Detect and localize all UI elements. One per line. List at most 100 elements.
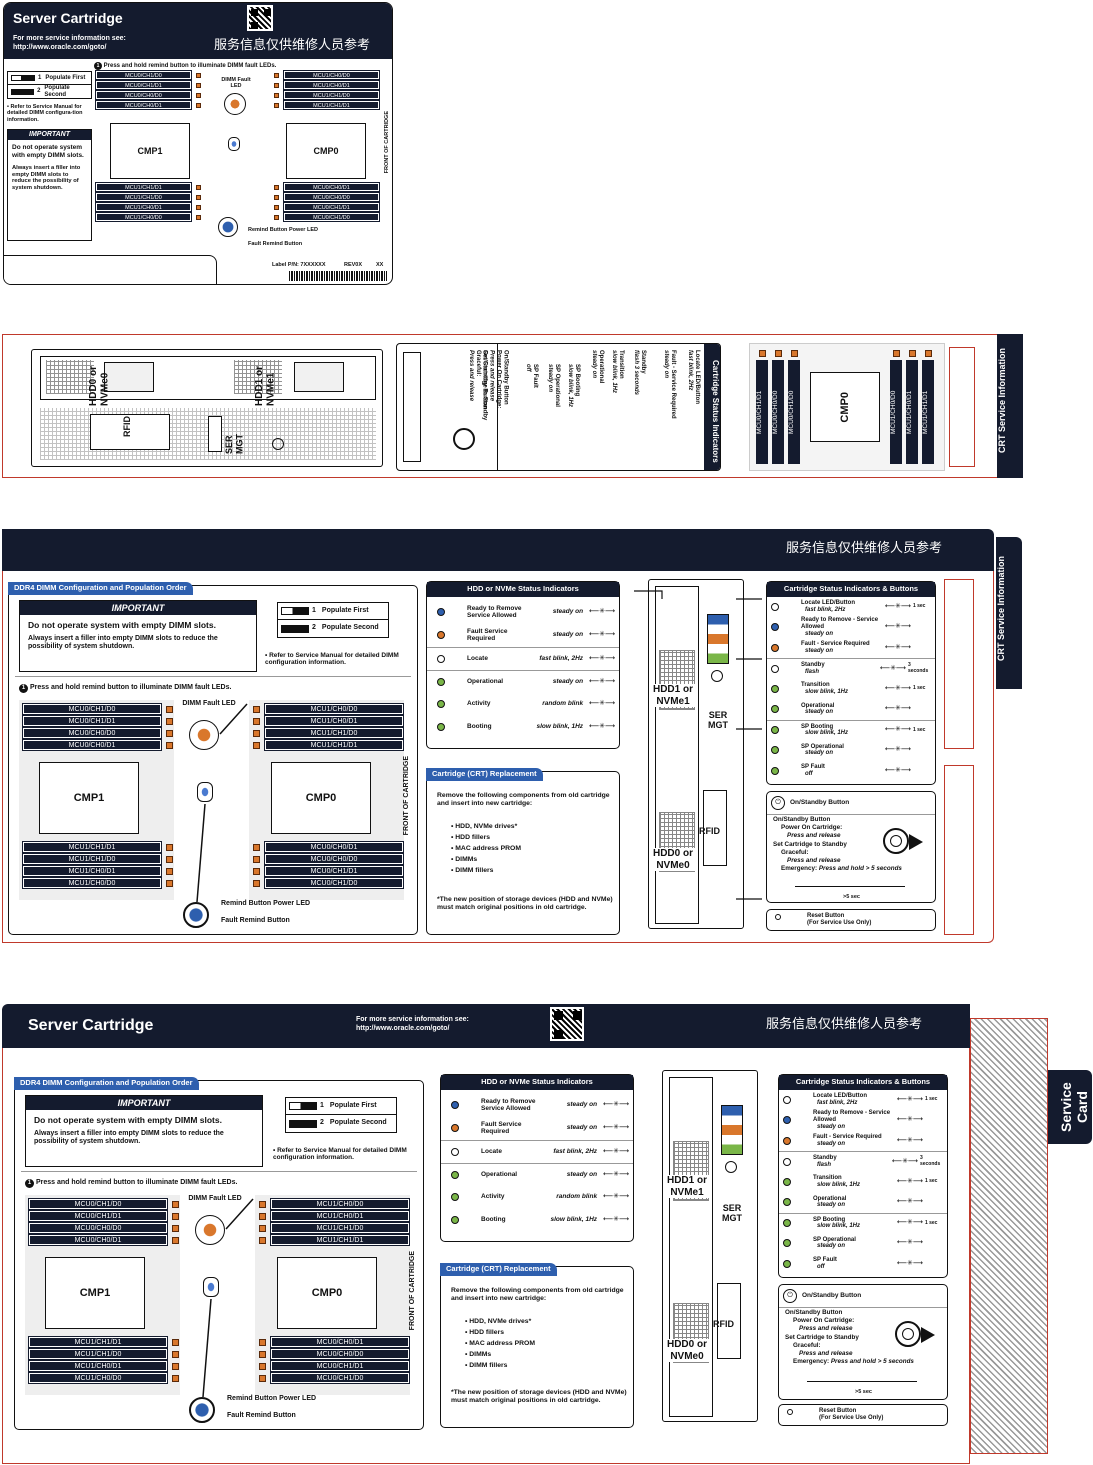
card1-title: Server Cartridge bbox=[13, 10, 123, 26]
dimm-label: MCU0/CH0/D1 bbox=[22, 739, 162, 751]
dimm-fault-led-icon bbox=[166, 843, 173, 851]
dimm-label: MCU0/CH1/D0 bbox=[28, 1198, 168, 1210]
status-label: Fault - Service Required bbox=[801, 641, 870, 648]
status-led-icon bbox=[771, 623, 779, 632]
card2-hdd0-slot[interactable] bbox=[104, 362, 154, 392]
card4-front: FRONT OF CARTRIDGE bbox=[409, 1251, 416, 1331]
fault-remind-button[interactable] bbox=[218, 217, 238, 237]
status-label: SP Booting bbox=[801, 723, 834, 730]
card2-status-panel: Cartridge Status Indicators Locate LED/B… bbox=[396, 343, 721, 471]
dimm-slot: MCU1/CH1/D1 bbox=[28, 1336, 179, 1348]
status-label: Operational bbox=[813, 1195, 847, 1202]
card1-cmp0: CMP0 bbox=[286, 123, 366, 179]
dimm-fault-led-icon bbox=[259, 1212, 266, 1220]
dimm-label: MCU0/CH0/D0 bbox=[22, 727, 162, 739]
dimm-fault-led-icon bbox=[166, 741, 173, 749]
card3: 服务信息仅供维修人员参考 CRT Service Information DDR… bbox=[2, 529, 1022, 943]
dimm-fault-led-icon bbox=[253, 729, 260, 737]
dimm-slot: MCU1/CH1/D0 bbox=[259, 1222, 410, 1234]
dimm-label: MCU1/CH1/D1 bbox=[922, 360, 934, 464]
dimm-fault-led-icon bbox=[172, 1224, 179, 1232]
status-label: SP Fault bbox=[813, 1257, 837, 1264]
status-state: steady on bbox=[817, 1243, 846, 1250]
dimm-slot: MCU0/CH0/D0 bbox=[28, 1222, 179, 1234]
reset-button-icon[interactable] bbox=[787, 1409, 793, 1415]
dimm-slot: MCU1/CH0/D0 bbox=[28, 1372, 179, 1384]
card3-power-button[interactable] bbox=[711, 670, 723, 682]
dimm-fault-led-icon bbox=[274, 184, 279, 190]
card2-hdd1-slot[interactable] bbox=[294, 362, 344, 392]
dimm-label: MCU0/CH1/D1 bbox=[22, 715, 162, 727]
card2-onstandby: On/Standby Button bbox=[481, 350, 489, 410]
dimm-fault-led-icon bbox=[196, 204, 201, 210]
dimm-slot: MCU1/CH1/D0 bbox=[95, 192, 201, 202]
crt-item: • DIMM fillers bbox=[465, 1361, 508, 1369]
dimm-label: MCU1/CH1/D0 bbox=[283, 90, 380, 100]
status-label: Ready to Remove - Service Allowed bbox=[813, 1110, 891, 1124]
status-label: Fault - Service Required bbox=[813, 1134, 882, 1141]
card3-crt-items: • HDD, NVMe drives*• HDD fillers• MAC ad… bbox=[451, 822, 521, 876]
card2-power-button[interactable] bbox=[272, 438, 284, 450]
card4-important-text: Do not operate system with empty DIMM sl… bbox=[34, 1115, 222, 1126]
fault-remind-button[interactable] bbox=[189, 1397, 215, 1423]
dimm-label: MCU1/CH1/D0 bbox=[270, 1222, 410, 1234]
led-pattern-icon: ⟵✳⟶ bbox=[885, 705, 911, 713]
dimm-slot: MCU0/CH1/D1 bbox=[756, 350, 768, 466]
crt-item: • HDD fillers bbox=[465, 1328, 505, 1336]
dimm-label: MCU1/CH1/D1 bbox=[95, 182, 192, 192]
status-label: Standby bbox=[801, 662, 825, 669]
dimm-fault-led-icon bbox=[908, 350, 916, 357]
card3-front-connectors bbox=[634, 590, 762, 900]
card3-dimm-fault-led: DIMM Fault LED bbox=[182, 700, 236, 707]
dimm-slot: MCU0/CH1/D1 bbox=[274, 202, 380, 212]
one-sec: 1 sec bbox=[924, 1096, 938, 1102]
activity-icon bbox=[451, 1193, 459, 1202]
dimm-slot: MCU0/CH0/D0 bbox=[274, 192, 380, 202]
dimm-fault-led-icon bbox=[274, 102, 279, 108]
status-led-icon bbox=[783, 1095, 791, 1104]
card3-hdd-head: HDD or NVMe Status Indicators bbox=[427, 582, 619, 597]
card2-ser-port[interactable] bbox=[208, 416, 222, 452]
dimm-fault-led-icon bbox=[196, 92, 201, 98]
card4-manual-note: • Refer to Service Manual for detailed D… bbox=[273, 1147, 407, 1162]
card1-important-title: IMPORTANT bbox=[8, 130, 91, 141]
dimm-label: MCU1/CH0/D1 bbox=[22, 865, 162, 877]
one-sec: 1 sec bbox=[924, 1178, 938, 1184]
dimm-fault-led-icon bbox=[274, 92, 279, 98]
dimm-slot: MCU1/CH0/D1 bbox=[274, 80, 380, 90]
dimm-slot: MCU0/CH1/D0 bbox=[788, 350, 800, 466]
card4-power-button[interactable] bbox=[725, 1161, 737, 1173]
hdd-status-label: Operational bbox=[467, 677, 504, 685]
dimm-label: MCU1/CH1/D1 bbox=[283, 100, 380, 110]
card3-hdd0-label: HDD0 or NVMe0 bbox=[651, 848, 695, 871]
card4-step1: 1 Press and hold remind button to illumi… bbox=[25, 1179, 237, 1188]
card1-xx: XX bbox=[376, 262, 384, 268]
dimm-slot: MCU1/CH1/D1 bbox=[253, 739, 404, 751]
status-state: fast blink, 2Hz bbox=[817, 1099, 858, 1106]
card3-dimm-panel: DDR4 DIMM Configuration and Population O… bbox=[8, 582, 418, 935]
card3-crt-head: Cartridge (CRT) Replacement bbox=[426, 768, 543, 781]
fault-remind-button[interactable] bbox=[183, 902, 209, 928]
dimm-label: MCU1/CH1/D0 bbox=[95, 192, 192, 202]
card2-cmp0: CMP0 bbox=[810, 372, 880, 442]
step-number-icon: 1 bbox=[25, 1179, 34, 1188]
led-pattern-icon: ⟵✳⟶ bbox=[589, 608, 615, 616]
status-label: Locate LED/Button bbox=[801, 600, 855, 607]
card1-important-box: IMPORTANT Do not operate system with emp… bbox=[7, 129, 92, 241]
reset-button-icon[interactable] bbox=[775, 914, 781, 920]
card3-important-text: Do not operate system with empty DIMM sl… bbox=[28, 620, 216, 631]
card3-dimm-head: DDR4 DIMM Configuration and Population O… bbox=[8, 582, 193, 595]
dimm-label: MCU0/CH0/D0 bbox=[283, 192, 380, 202]
dimm-fault-led-icon bbox=[172, 1236, 179, 1244]
dimm-fault-led-icon bbox=[196, 214, 201, 220]
dimm-slot: MCU1/CH1/D1 bbox=[22, 841, 173, 853]
card3-onstandby-panel: ⏻ On/Standby Button On/Standby Button Po… bbox=[766, 791, 936, 903]
dimm-slot: MCU1/CH1/D0 bbox=[253, 727, 404, 739]
